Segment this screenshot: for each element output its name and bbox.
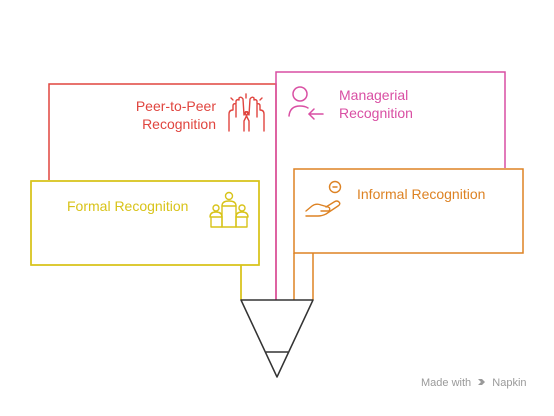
hand-coin-icon [305, 180, 342, 217]
person-arrow-icon [288, 86, 324, 120]
formal-recognition-label: Formal Recognition [67, 198, 189, 214]
peer-label-line1: Peer-to-Peer [135, 98, 216, 114]
credit-brand: Napkin [492, 377, 527, 389]
made-with-credit: Made with Napkin [421, 377, 527, 389]
informal-recognition-box [293, 168, 524, 254]
podium-icon [209, 191, 249, 228]
managerial-label-line2: Recognition [339, 105, 413, 121]
high-five-hands-icon [228, 93, 265, 132]
managerial-recognition-box [275, 71, 506, 300]
funnel-shape [240, 299, 314, 378]
napkin-logo-icon [477, 377, 487, 387]
managerial-recognition-label: Managerial Recognition [339, 86, 413, 122]
credit-prefix: Made with [421, 377, 472, 389]
informal-recognition-label: Informal Recognition [357, 186, 486, 202]
managerial-label-line1: Managerial [339, 87, 409, 103]
peer-label-line2: Recognition [142, 116, 216, 132]
peer-recognition-label: Peer-to-Peer Recognition [126, 97, 216, 133]
